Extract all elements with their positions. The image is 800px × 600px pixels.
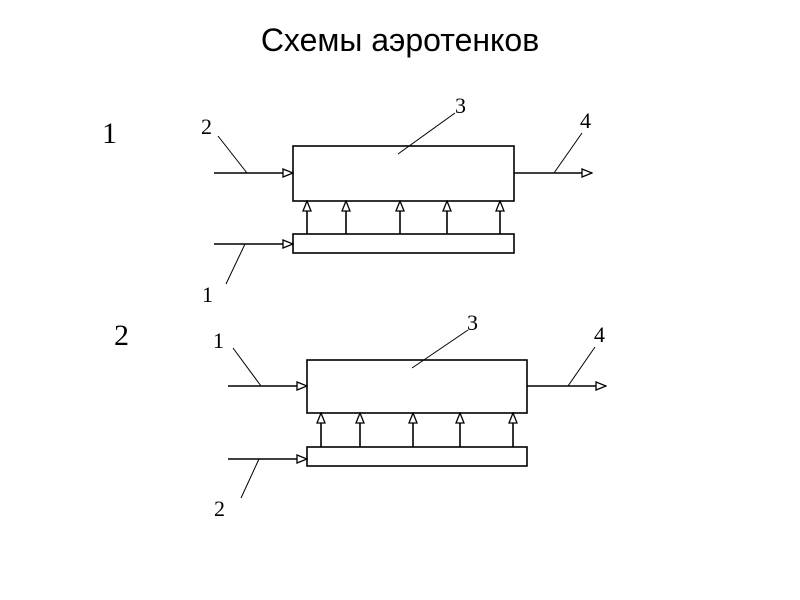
scheme-1-lower-inlet-leader: [225, 243, 246, 285]
scheme-2-tank-leader: [411, 329, 469, 369]
scheme-2-lower-inlet-label: 2: [214, 496, 225, 521]
scheme-1-air-pipe: [292, 233, 515, 254]
scheme-1-upper-inlet-leader: [217, 135, 248, 174]
scheme-1-outlet-leader: [553, 132, 583, 174]
scheme-2-aeration-tank: [306, 359, 528, 414]
scheme-1-tank-label: 3: [455, 93, 466, 118]
scheme-2-tank-label: 3: [467, 310, 478, 335]
scheme-2-upper-inlet-leader: [232, 347, 262, 387]
scheme-2-lower-inlet-leader: [240, 458, 260, 499]
scheme-2-air-pipe: [306, 446, 528, 467]
page-title: Схемы аэротенков: [260, 22, 540, 58]
scheme-1-upper-inlet-label: 2: [201, 114, 212, 139]
scheme-2: 2 1 3 4 2: [114, 310, 606, 521]
scheme-1-outlet-label: 4: [580, 108, 591, 133]
scheme-2-number: 2: [114, 319, 129, 352]
scheme-2-outlet-leader: [567, 346, 596, 387]
scheme-1: 1 2 3 4 1: [102, 93, 592, 307]
scheme-1-aeration-tank: [292, 145, 515, 202]
scheme-1-tank-leader: [397, 112, 456, 155]
scheme-1-number: 1: [102, 117, 117, 150]
scheme-1-lower-inlet-label: 1: [202, 282, 213, 307]
scheme-2-outlet-label: 4: [594, 322, 605, 347]
scheme-2-upper-inlet-label: 1: [213, 328, 224, 353]
